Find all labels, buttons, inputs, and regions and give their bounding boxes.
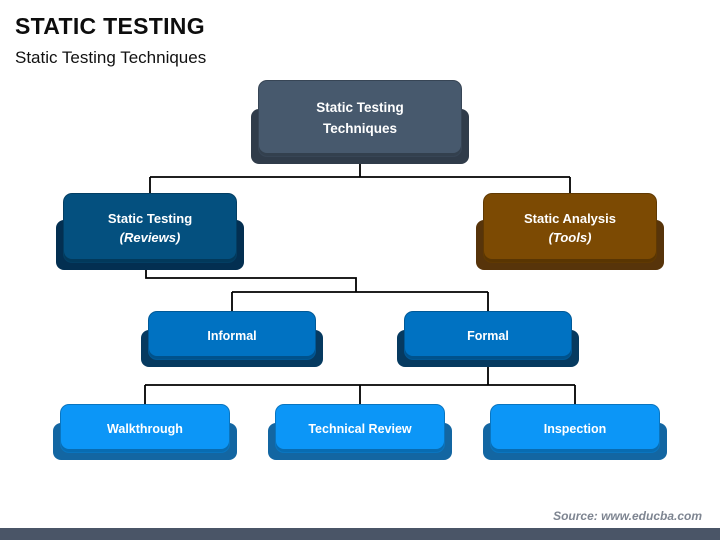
node-face: Static Testing Techniques xyxy=(258,80,462,157)
node-face: Technical Review xyxy=(275,404,445,453)
node-sublabel: (Tools) xyxy=(548,229,592,245)
node-label: Technical Review xyxy=(308,421,412,436)
node-label: Static Analysis xyxy=(523,211,616,227)
node-face: Formal xyxy=(404,311,572,360)
node-walkthrough: Walkthrough xyxy=(53,404,237,460)
footer-bar xyxy=(0,528,720,540)
node-label: Walkthrough xyxy=(107,421,183,436)
node-label: Inspection xyxy=(543,421,607,436)
node-label: Static Testing Techniques xyxy=(316,99,404,136)
node-face: Inspection xyxy=(490,404,660,453)
node-informal: Informal xyxy=(141,311,323,367)
node-face: Static Analysis (Tools) xyxy=(483,193,657,263)
source-attribution: Source: www.educba.com xyxy=(553,509,702,523)
node-static-testing-techniques: Static Testing Techniques xyxy=(251,80,469,164)
node-face: Walkthrough xyxy=(60,404,230,453)
node-technical-review: Technical Review xyxy=(268,404,452,460)
page-title: STATIC TESTING xyxy=(15,13,205,39)
node-formal: Formal xyxy=(397,311,579,367)
node-face: Informal xyxy=(148,311,316,360)
node-face: Static Testing (Reviews) xyxy=(63,193,237,263)
node-sublabel: (Reviews) xyxy=(119,229,181,245)
page-subtitle: Static Testing Techniques xyxy=(15,48,207,67)
node-label: Informal xyxy=(207,328,257,343)
node-static-analysis-tools: Static Analysis (Tools) xyxy=(476,193,664,270)
node-static-testing-reviews: Static Testing (Reviews) xyxy=(56,193,244,270)
node-label: Static Testing xyxy=(107,211,193,227)
node-label: Formal xyxy=(467,328,509,343)
node-inspection: Inspection xyxy=(483,404,667,460)
